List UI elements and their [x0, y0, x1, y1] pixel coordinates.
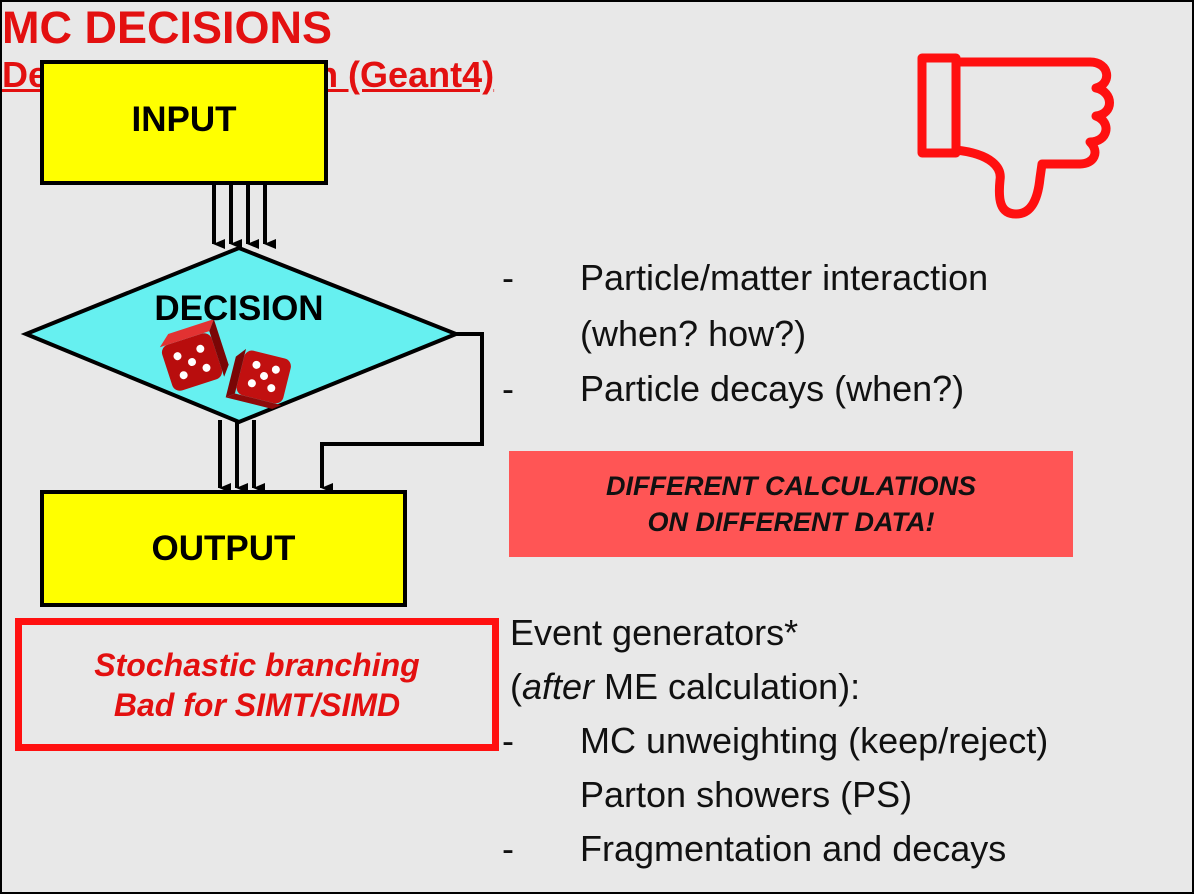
input-arrows: [212, 185, 276, 249]
detector-item-1-line-2: (when? how?): [580, 313, 807, 354]
callout-line-2: ON DIFFERENT DATA!: [647, 507, 935, 537]
bullet-marker: -: [502, 368, 514, 409]
callout-line-1: DIFFERENT CALCULATIONS: [606, 471, 976, 501]
bullet-marker: -: [502, 257, 514, 298]
bullet-marker: -: [502, 828, 514, 869]
stochastic-line-2: Bad for SIMT/SIMD: [113, 686, 401, 723]
generators-rest: ME calculation):: [594, 666, 861, 707]
generators-heading: Event generators*: [510, 612, 799, 653]
generators-after: after: [522, 666, 595, 707]
input-box: [40, 60, 328, 185]
bullet-marker: -: [502, 720, 514, 761]
dice-icon: [159, 319, 291, 409]
detector-item-1-line-1: Particle/matter interaction: [580, 257, 989, 298]
generators-item-3: Fragmentation and decays: [580, 828, 1007, 869]
generators-item-2: Parton showers (PS): [580, 774, 913, 815]
thumbs-down-icon: [917, 53, 1114, 219]
output-label: OUTPUT: [151, 529, 296, 568]
output-box: [40, 490, 407, 607]
branch-connector: [320, 332, 484, 493]
output-arrows: [218, 420, 265, 493]
generators-paren: (: [510, 666, 522, 707]
generators-item-1: MC unweighting (keep/reject): [580, 720, 1049, 761]
callout-box: DIFFERENT CALCULATIONS ON DIFFERENT DATA…: [509, 451, 1073, 557]
stochastic-line-1: Stochastic branching: [94, 646, 420, 683]
page-title: MC DECISIONS: [2, 2, 333, 53]
detector-item-2: Particle decays (when?): [580, 368, 965, 409]
generators-subheading: (after ME calculation):: [510, 666, 860, 708]
input-label: INPUT: [131, 100, 237, 139]
decision-label: DECISION: [154, 289, 324, 328]
stochastic-note-box: Stochastic branching Bad for SIMT/SIMD: [15, 618, 499, 751]
